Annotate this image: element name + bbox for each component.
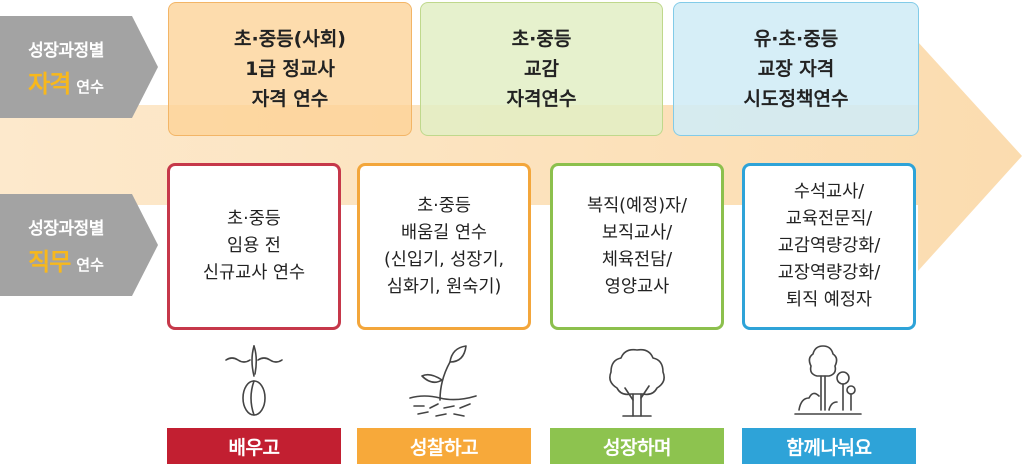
tag-emphasis: 자격 [28,69,71,98]
tag-suffix: 연수 [76,77,104,96]
sprout-seed-icon [225,345,283,416]
duty-box-new-teacher: 초·중등 임용 전 신규교사 연수 [167,163,341,330]
tag-title: 성장과정별 [28,40,104,61]
cert-text: 초·중등 교감 자격연수 [506,28,577,110]
duty-text: 초·중등 배움길 연수 (신입기, 성장기, 심화기, 원숙기) [383,195,505,297]
stage-label-share: 함께나눠요 [742,428,916,464]
side-tag-certification: 성장과정별 자격 연수 [0,16,160,118]
side-tag-duty: 성장과정별 직무 연수 [0,194,160,296]
grove-icon [794,345,862,415]
duty-text: 수석교사/ 교육전문직/ 교감역량강화/ 교장역량강화/ 퇴직 예정자 [777,182,881,310]
duty-text: 복직(예정)자/ 보직교사/ 체육전담/ 영양교사 [586,195,688,297]
cert-text: 초·중등(사회) 1급 정교사 자격 연수 [234,28,346,110]
duty-box-returning-teacher: 복직(예정)자/ 보직교사/ 체육전담/ 영양교사 [550,163,724,330]
duty-text: 초·중등 임용 전 신규교사 연수 [202,209,306,283]
cert-text: 유·초·중등 교장 자격 시도정책연수 [743,28,849,110]
duty-box-learning-path: 초·중등 배움길 연수 (신입기, 성장기, 심화기, 원숙기) [357,163,531,330]
cert-box-vice-principal: 초·중등 교감 자격연수 [420,2,663,136]
stage-label-learn: 배우고 [167,428,341,464]
tag-emphasis: 직무 [28,247,71,276]
seedling-icon [409,345,477,417]
tag-shape [0,16,158,118]
duty-box-senior-staff: 수석교사/ 교육전문직/ 교감역량강화/ 교장역량강화/ 퇴직 예정자 [742,163,916,330]
tag-title: 성장과정별 [28,218,104,239]
tag-suffix: 연수 [76,255,104,274]
stage-label-reflect: 성찰하고 [357,428,531,464]
stage-label-grow: 성장하며 [550,428,724,464]
cert-box-principal: 유·초·중등 교장 자격 시도정책연수 [673,2,919,136]
tag-shape [0,194,158,296]
cert-box-teacher-level1: 초·중등(사회) 1급 정교사 자격 연수 [168,2,412,136]
tree-icon [609,348,665,417]
